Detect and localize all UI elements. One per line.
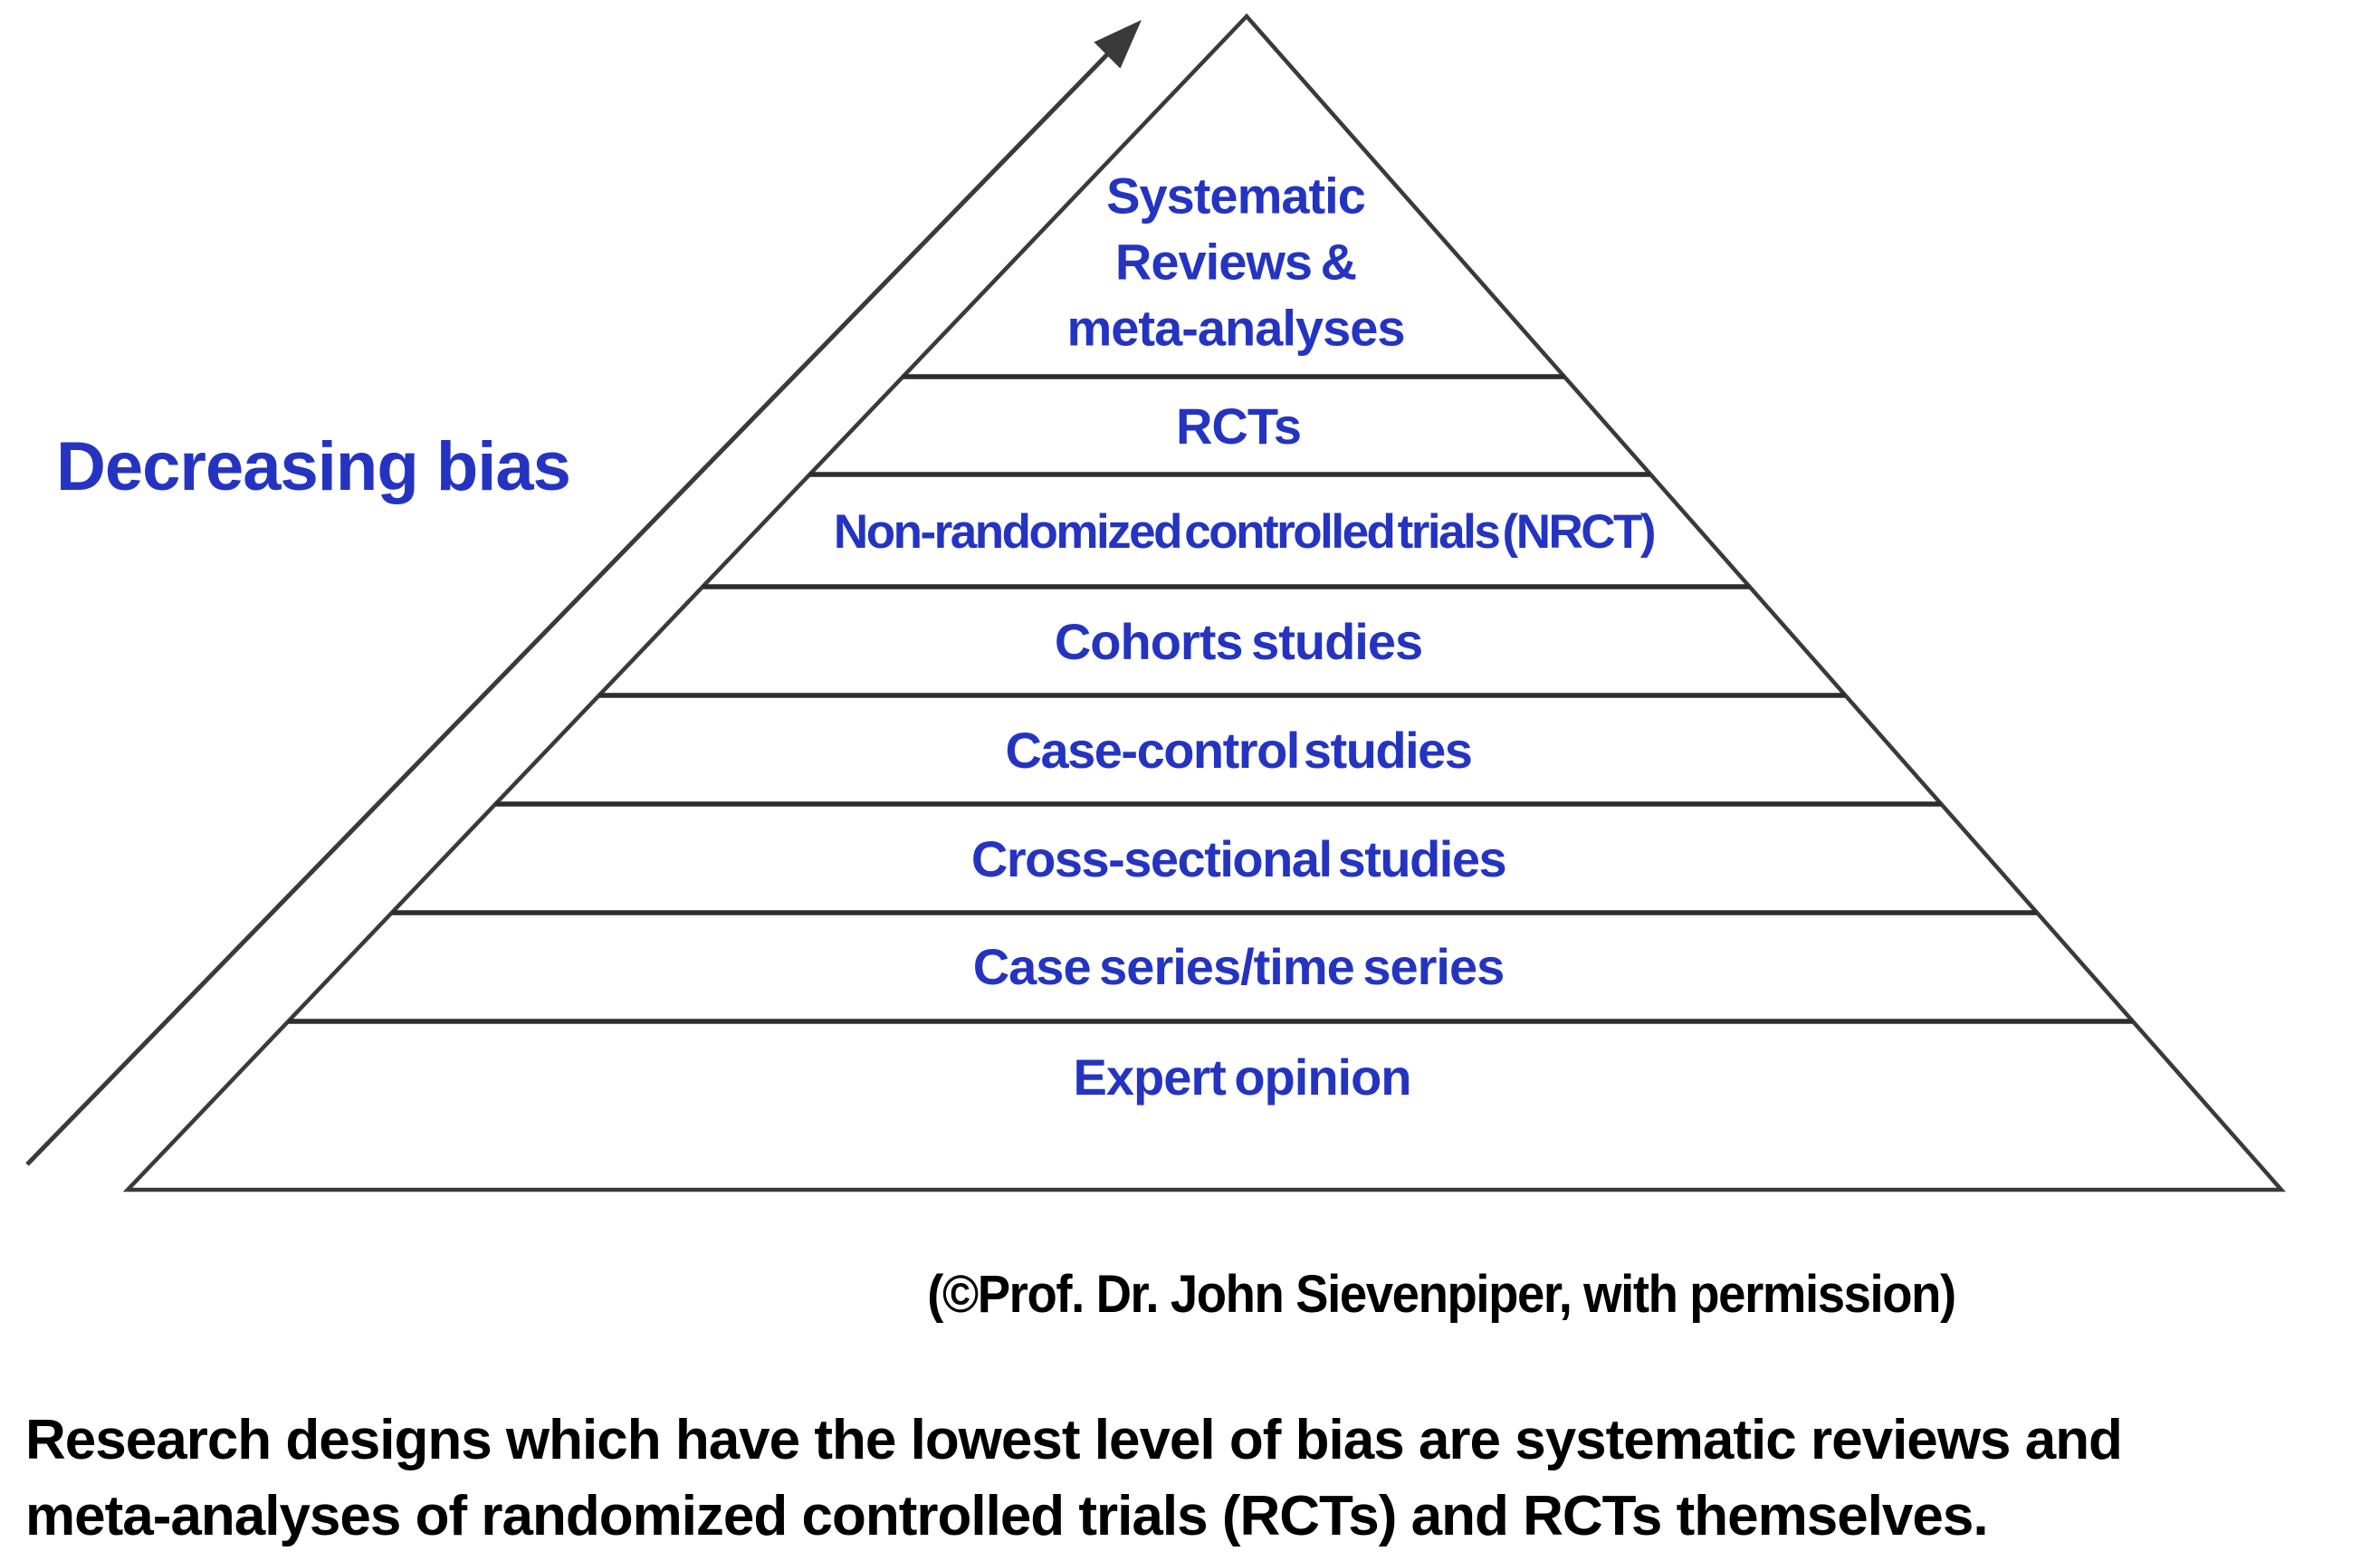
figure-description-line-2: meta-analyses of randomized controlled t… (25, 1485, 1989, 1547)
pyramid-level-cohorts-studies: Cohorts studies (1054, 613, 1423, 670)
figure-description-line-1: Research designs which have the lowest l… (25, 1409, 2123, 1471)
pyramid-level-case-control-studies: Case-control studies (1005, 722, 1473, 779)
pyramid-level-systematic-reviews: Systematic Reviews & meta-analyses (1066, 167, 1405, 357)
pyramid-level-case-series-time-series: Case series/time series (972, 938, 1505, 995)
pyramid-level-non-randomized-controlled-trials: Non-randomized controlled trials (NRCT) (833, 505, 1657, 559)
pyramid-level-cross-sectional-studies: Cross-sectional studies (970, 830, 1507, 887)
pyramid-level-rcts: RCTs (1175, 397, 1302, 455)
copyright-caption: (©Prof. Dr. John Sievenpiper, with permi… (927, 1265, 1956, 1324)
arrow-head-icon (1094, 19, 1142, 69)
pyramid-level-expert-opinion: Expert opinion (1073, 1049, 1412, 1106)
decreasing-bias-label: Decreasing bias (56, 428, 571, 505)
pyramid-outline (122, 13, 2286, 1192)
figure-description: Research designs which have the lowest l… (25, 1403, 2123, 1555)
decreasing-bias-arrow-shaft (25, 45, 1116, 1166)
